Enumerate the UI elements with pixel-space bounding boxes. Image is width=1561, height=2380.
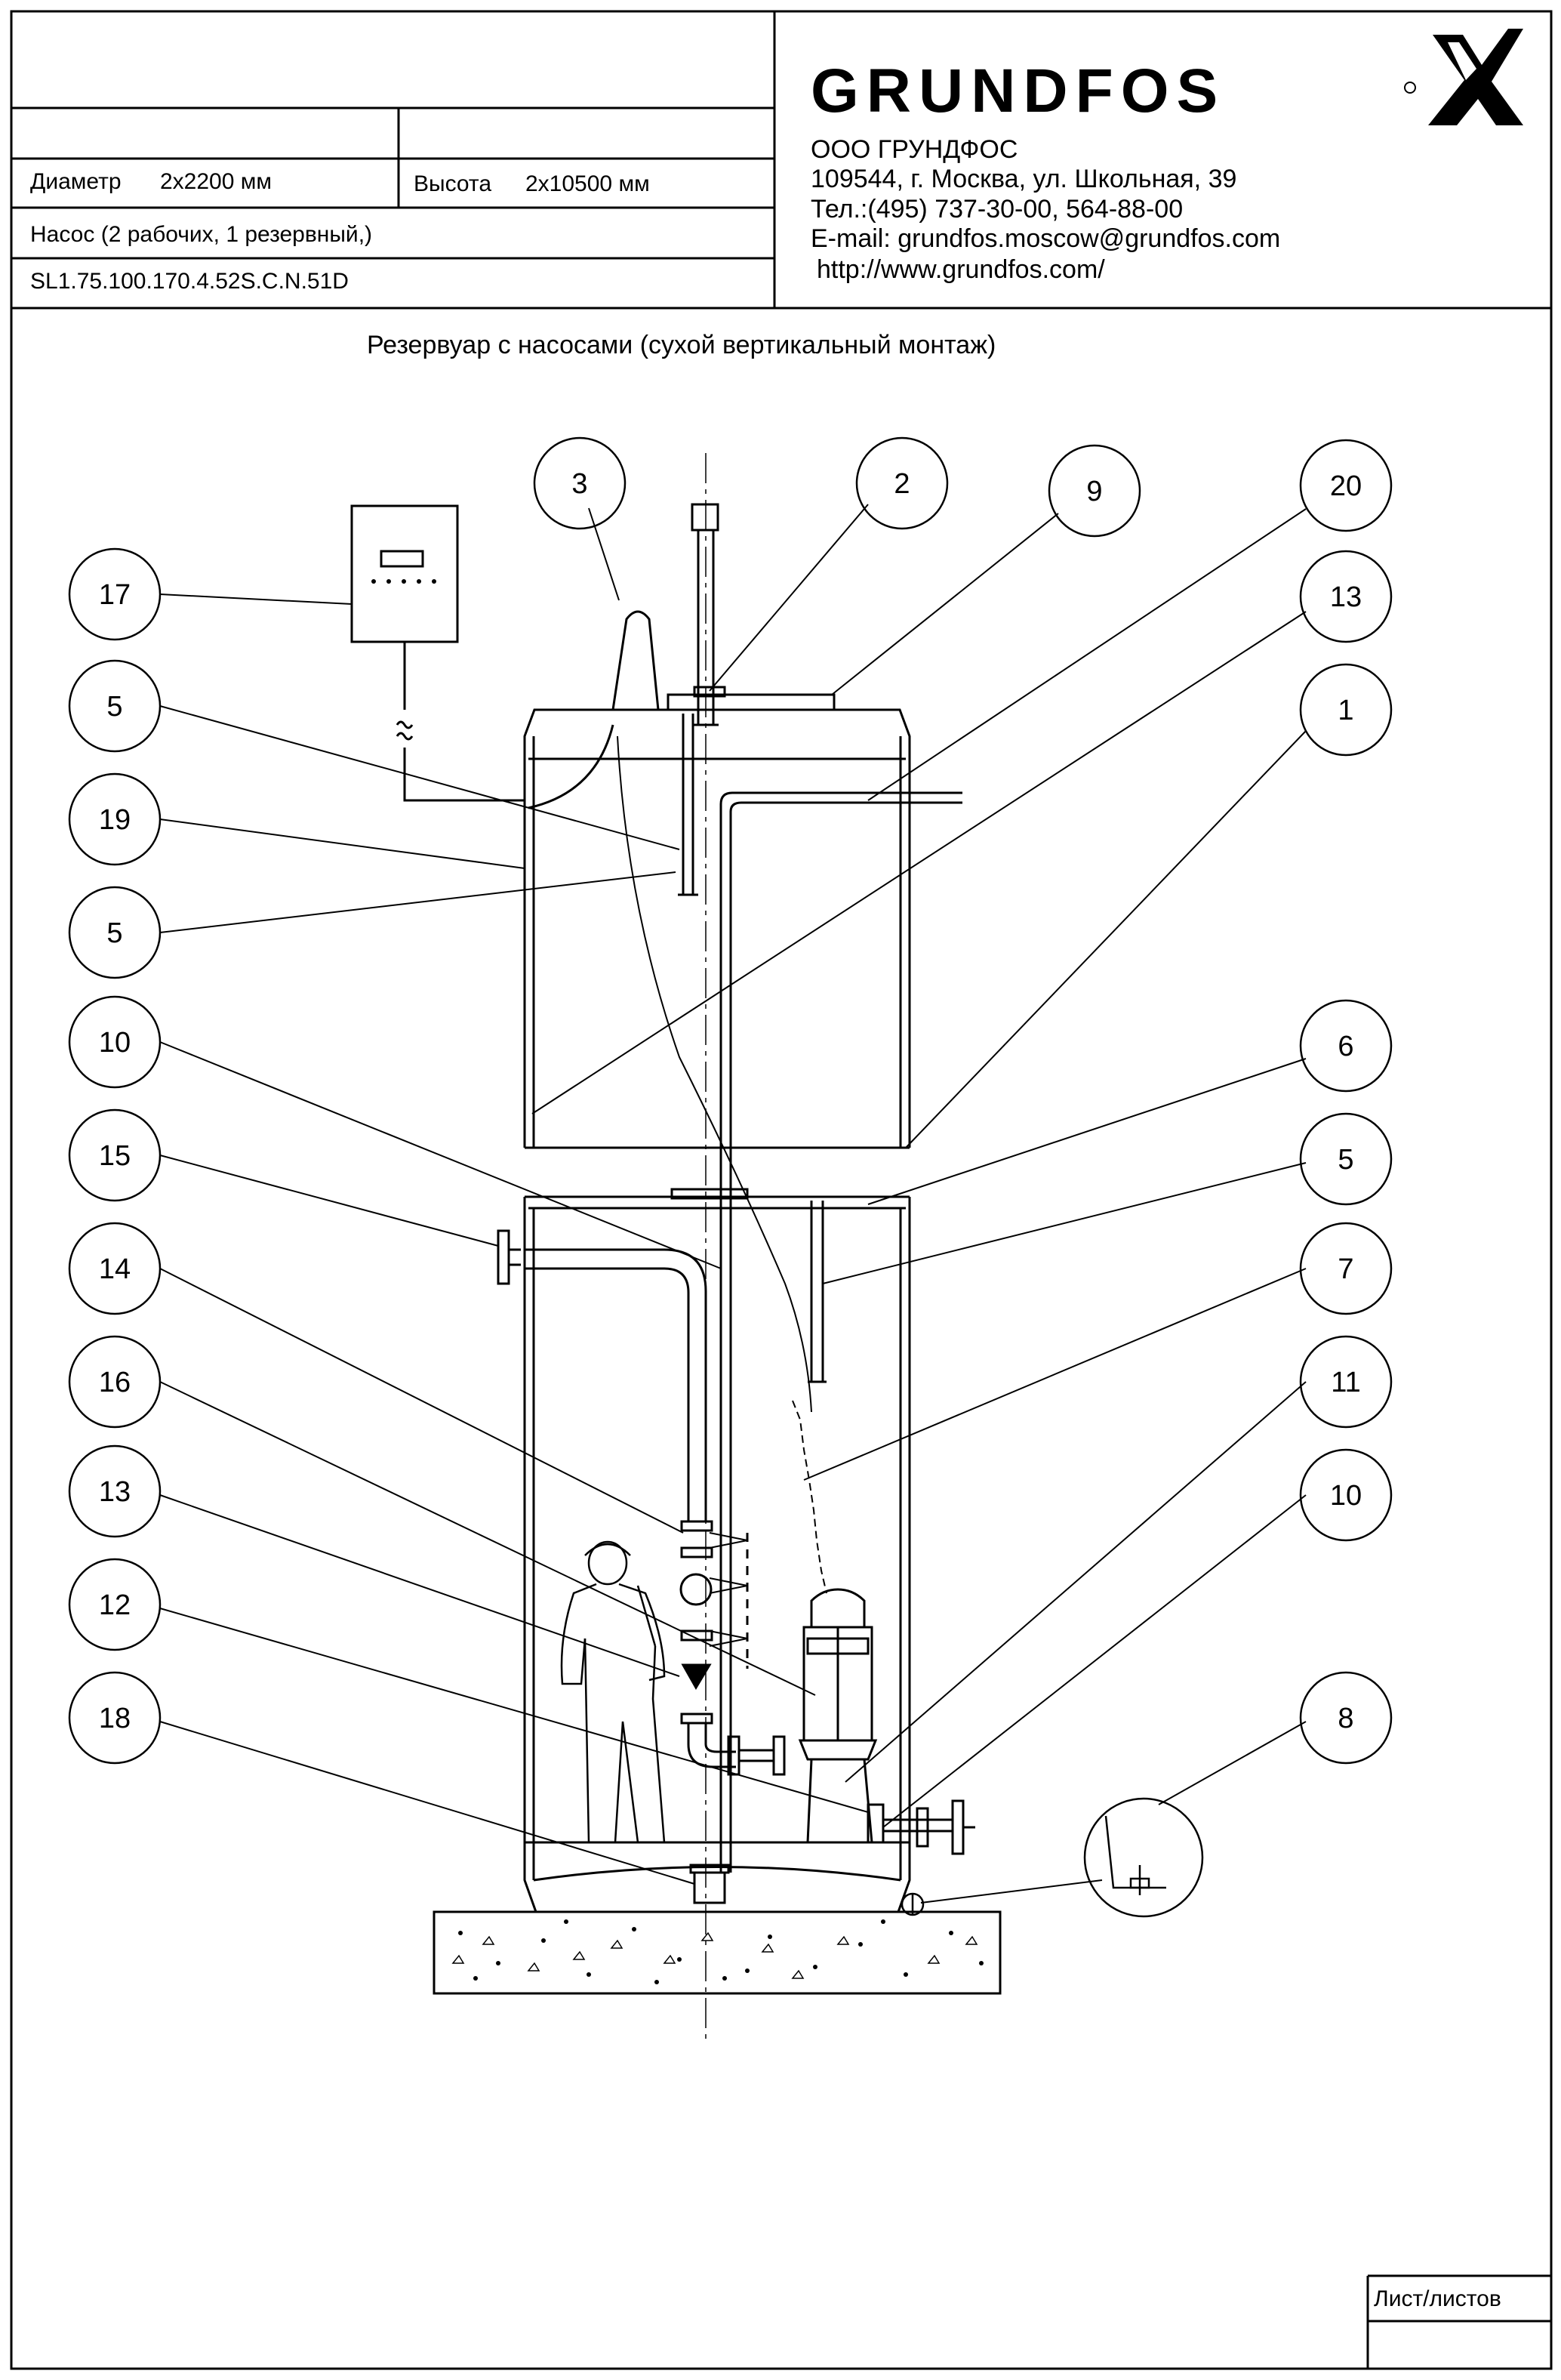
valve-assembly	[679, 1520, 786, 1776]
callout-labels: 3 2 9 20 13 1 17 5 19 5 10 6 15 5 14 7 1…	[99, 468, 1362, 1734]
callout-5-middle: 5	[106, 917, 122, 949]
callout-12: 12	[99, 1589, 131, 1621]
drawing-title: Резервуар с насосами (сухой вертикальный…	[367, 331, 996, 359]
callout-10-lower: 10	[1330, 1480, 1362, 1512]
diameter-label: Диаметр	[30, 169, 122, 194]
inlet-pipe	[497, 1229, 707, 1521]
callout-18: 18	[99, 1703, 131, 1734]
height-value: 2x10500 мм	[525, 171, 650, 196]
grundfos-x-icon	[1428, 29, 1523, 125]
callout-5-right: 5	[1338, 1144, 1353, 1176]
callout-circles	[68, 436, 1393, 1765]
company-phone: Тел.:(495) 737-30-00, 564-88-00	[811, 195, 1184, 224]
vent-pipe	[691, 453, 719, 2039]
callout-13-bottom: 13	[99, 1476, 131, 1508]
sheet-count-label: Лист/листов	[1374, 2286, 1501, 2311]
company-website[interactable]: http://www.grundfos.com/	[817, 255, 1105, 284]
worker-figure	[560, 1540, 666, 1844]
intermediate-platform	[670, 1188, 827, 1383]
callout-20: 20	[1330, 470, 1362, 502]
callout-5-upper: 5	[106, 691, 122, 723]
callout-7: 7	[1338, 1253, 1353, 1285]
callout-13-top: 13	[1330, 581, 1362, 613]
model-code: SL1.75.100.170.4.52S.C.N.51D	[30, 269, 349, 294]
callout-9: 9	[1086, 476, 1102, 507]
callout-6: 6	[1338, 1031, 1353, 1062]
callout-15: 15	[99, 1140, 131, 1172]
leader-lines	[159, 504, 1307, 1904]
concrete-foundation	[433, 1910, 1002, 1995]
ladder	[678, 714, 698, 896]
diameter-value: 2x2200 мм	[160, 169, 272, 194]
cable-guide	[528, 610, 812, 1413]
logo-wordmark: GRUNDFOS	[811, 57, 1225, 125]
callout-11: 11	[1331, 1367, 1360, 1398]
discharge-pipe-top	[719, 791, 962, 1873]
callout-14: 14	[99, 1253, 131, 1285]
callout-19: 19	[99, 804, 131, 836]
callout-3: 3	[571, 468, 587, 500]
lifting-chain	[792, 1400, 827, 1594]
control-cabinet	[350, 504, 525, 802]
detail-8-bubble	[901, 1797, 1204, 1918]
registered-mark-icon	[1404, 82, 1416, 94]
callout-17: 17	[99, 579, 131, 611]
pump-configuration: Насос (2 рабочих, 1 резервный,)	[30, 222, 373, 247]
callout-1: 1	[1338, 695, 1353, 726]
company-address: 109544, г. Москва, ул. Школьная, 39	[811, 165, 1237, 193]
callout-8: 8	[1338, 1703, 1353, 1734]
drain-sump	[689, 1864, 730, 1904]
pump-unit	[798, 1588, 975, 1855]
top-hatch	[667, 686, 836, 711]
lower-tank	[523, 1195, 911, 1913]
grundfos-logo: GRUNDFOS	[811, 29, 1523, 125]
callout-2: 2	[894, 468, 910, 500]
company-name: ООО ГРУНДФОС	[811, 135, 1018, 164]
height-label: Высота	[414, 171, 492, 196]
callout-10-upper: 10	[99, 1027, 131, 1059]
callout-16: 16	[99, 1367, 131, 1398]
company-email: E-mail: grundfos.moscow@grundfos.com	[811, 224, 1281, 253]
